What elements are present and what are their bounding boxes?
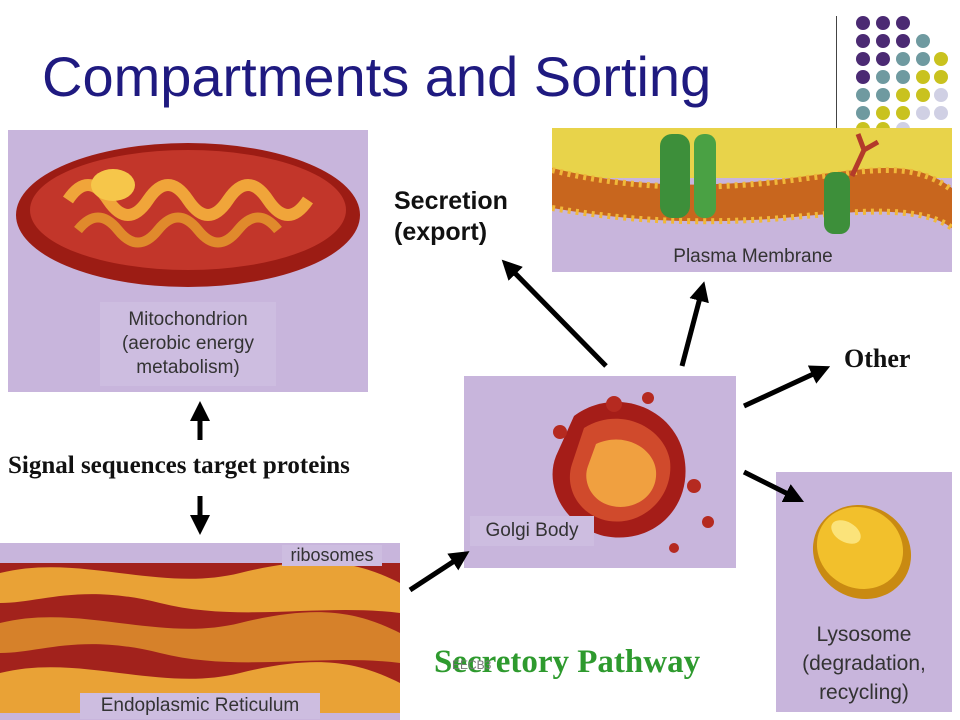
signal-sequences-label: Signal sequences target proteins bbox=[8, 452, 350, 479]
arrow-golgi-to-secretion bbox=[501, 259, 608, 368]
mitochondrion-label-line2: (aerobic energy bbox=[121, 333, 255, 354]
golgi-illustration bbox=[552, 392, 714, 553]
decorative-dot-grid bbox=[850, 14, 950, 136]
lysosome-panel: Lysosome (degradation, recycling) bbox=[776, 472, 952, 712]
secretory-pathway-label: Secretory Pathway bbox=[434, 644, 701, 680]
secretion-label-line2: (export) bbox=[394, 218, 488, 246]
other-label: Other bbox=[844, 344, 911, 373]
lysosome-illustration bbox=[812, 504, 912, 600]
ribosomes-label: ribosomes bbox=[282, 545, 382, 566]
lysosome-label-line1: Lysosome bbox=[816, 623, 912, 646]
secretion-label: Secretion (export) bbox=[394, 186, 508, 248]
mitochondrion-label-line1: Mitochondrion bbox=[128, 309, 248, 330]
arrow-golgi-to-other bbox=[742, 365, 831, 409]
arrow-golgi-to-plasma-membrane bbox=[679, 281, 709, 367]
plasma-membrane-label: Plasma Membrane bbox=[673, 246, 833, 267]
lysosome-label: Lysosome (degradation, recycling) bbox=[780, 620, 948, 707]
er-illustration bbox=[0, 562, 400, 713]
golgi-label: Golgi Body bbox=[470, 516, 594, 546]
er-panel: ribosomes Endoplasmic Reticulum bbox=[0, 543, 400, 720]
slide-title: Compartments and Sorting bbox=[42, 45, 712, 108]
footer-small-text: EECB3 bbox=[452, 658, 492, 672]
lysosome-label-line3: recycling) bbox=[819, 681, 909, 704]
golgi-panel: Golgi Body bbox=[464, 376, 736, 568]
mitochondrion-illustration bbox=[16, 143, 360, 287]
lysosome-label-line2: (degradation, bbox=[802, 652, 926, 675]
arrow-er-to-golgi bbox=[408, 551, 470, 593]
mitochondrion-label: Mitochondrion (aerobic energy metabolism… bbox=[100, 302, 276, 386]
title-divider bbox=[836, 16, 837, 128]
plasma-membrane-illustration bbox=[552, 128, 952, 234]
secretion-label-line1: Secretion bbox=[394, 187, 508, 215]
mitochondrion-panel: Mitochondrion (aerobic energy metabolism… bbox=[8, 130, 368, 392]
plasma-membrane-panel: Plasma Membrane bbox=[552, 128, 952, 272]
mitochondrion-label-line3: metabolism) bbox=[136, 357, 240, 378]
er-label: Endoplasmic Reticulum bbox=[80, 693, 320, 719]
